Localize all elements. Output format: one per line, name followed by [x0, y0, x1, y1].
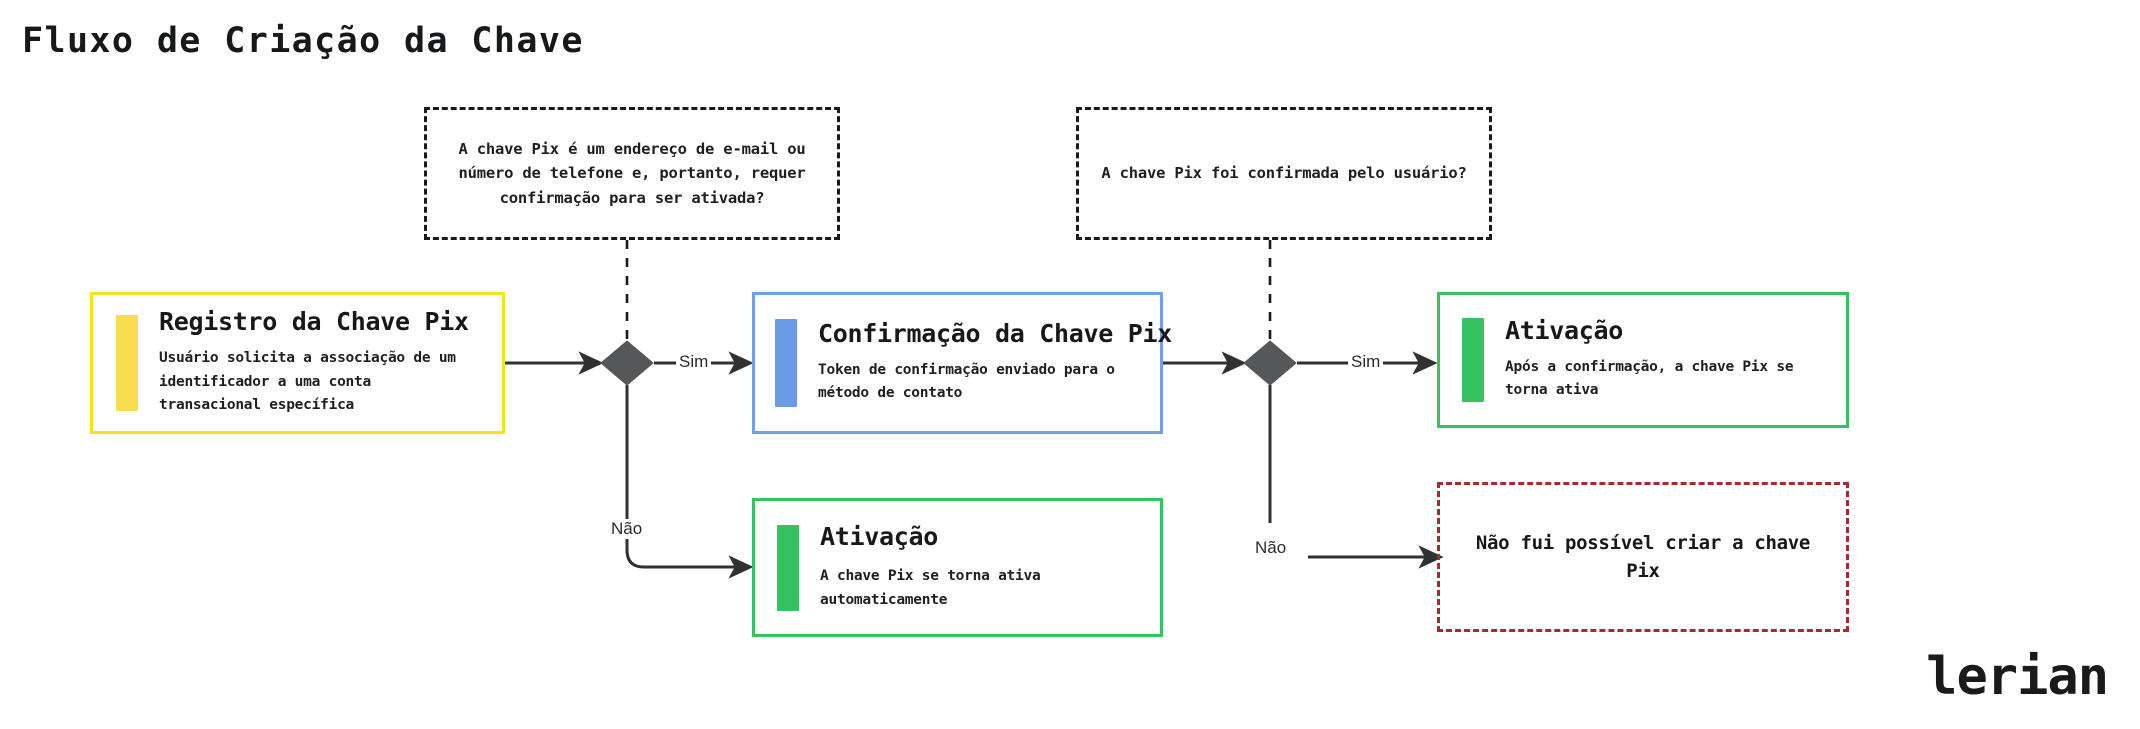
decision2-diamond: [1243, 340, 1297, 386]
page-title: Fluxo de Criação da Chave: [22, 21, 584, 61]
accent-bar-green-2-icon: [777, 524, 799, 611]
card-registro-body: Registro da Chave Pix Usuário solicita a…: [138, 308, 481, 417]
wire-decision1-nao: [625, 385, 754, 579]
edge-label-nao-2: Não: [1252, 538, 1290, 558]
question-box-1-text: A chave Pix é um endereço de e-mail ou n…: [458, 140, 806, 207]
card-ativacao-automatica-desc: A chave Pix se torna ativa automaticamen…: [820, 568, 1041, 608]
error-box-text: Não fui possível criar a chave Pix: [1475, 531, 1811, 583]
card-ativacao-automatica[interactable]: Ativação A chave Pix se torna ativa auto…: [752, 498, 1163, 637]
edge-label-nao-1: Não: [608, 519, 646, 539]
question-box-2-text: A chave Pix foi confirmada pelo usuário?: [1101, 164, 1467, 183]
question-box-2: A chave Pix foi confirmada pelo usuário?: [1076, 107, 1492, 240]
accent-bar-yellow-icon: [116, 315, 138, 411]
card-ativacao-confirmada-desc: Após a confirmação, a chave Pix se torna…: [1505, 358, 1794, 399]
card-registro-da-chave-pix[interactable]: Registro da Chave Pix Usuário solicita a…: [90, 292, 505, 434]
card-ativacao-automatica-title: Ativação: [820, 521, 939, 551]
card-confirmacao-da-chave-pix[interactable]: Confirmação da Chave Pix Token de confir…: [752, 292, 1172, 434]
brand-logo: lerian: [1926, 647, 2109, 707]
edge-label-sim-1: Sim: [676, 352, 712, 372]
card-confirmacao-desc: Token de confirmação enviado para o méto…: [818, 361, 1115, 402]
decision1-diamond: [600, 340, 654, 386]
card-confirmacao-title: Confirmação da Chave Pix: [818, 319, 1173, 349]
card-ativacao-automatica-body: Ativação A chave Pix se torna ativa auto…: [799, 521, 1132, 613]
accent-bar-green-icon: [1462, 318, 1484, 402]
error-box-chave-nao-criada: Não fui possível criar a chave Pix: [1437, 482, 1849, 632]
card-ativacao-confirmada[interactable]: Ativação Após a confirmação, a chave Pix…: [1437, 292, 1849, 428]
accent-bar-blue-icon: [775, 319, 797, 407]
card-registro-title: Registro da Chave Pix: [159, 307, 469, 337]
card-ativacao-confirmada-body: Ativação Após a confirmação, a chave Pix…: [1484, 316, 1817, 403]
edge-label-sim-2: Sim: [1348, 352, 1384, 372]
question-box-1: A chave Pix é um endereço de e-mail ou n…: [424, 107, 840, 240]
card-registro-desc: Usuário solicita a associação de um iden…: [159, 350, 456, 414]
card-ativacao-confirmada-title: Ativação: [1505, 316, 1624, 346]
card-confirmacao-body: Confirmação da Chave Pix Token de confir…: [797, 319, 1184, 406]
